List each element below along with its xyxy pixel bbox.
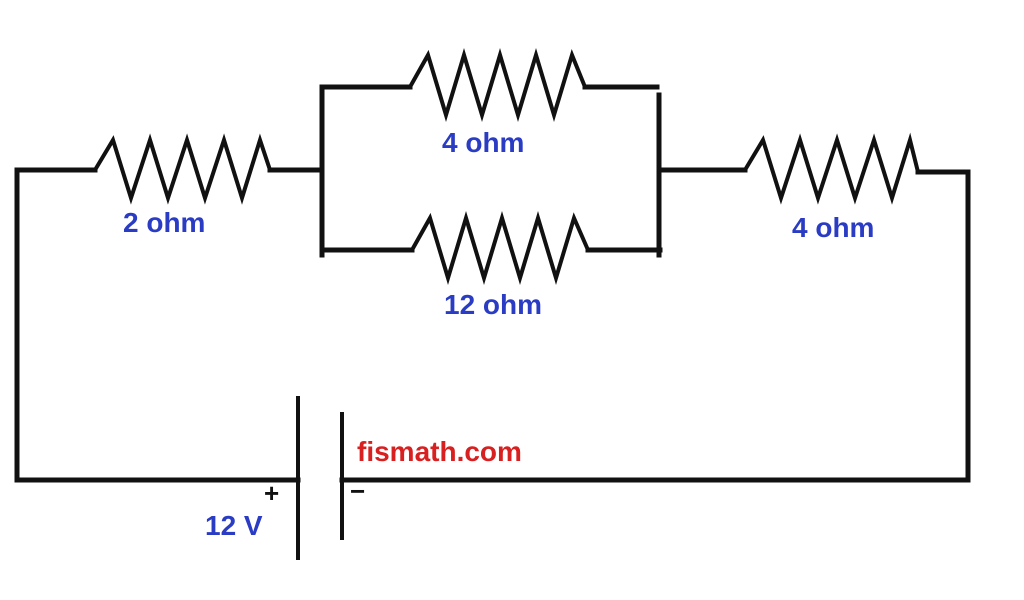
- resistor-parallel-4-ohm: [408, 48, 587, 122]
- battery-positive-sign: +: [264, 478, 280, 508]
- wire-left-outer: [14, 167, 178, 483]
- resistor-parallel-12-ohm: [410, 211, 590, 285]
- resistor-2-ohm: [93, 133, 272, 205]
- label-parallel-12-ohm: 12 ohm: [444, 289, 543, 320]
- wire-bottom-right: [339, 169, 971, 483]
- label-parallel-4-ohm: 4 ohm: [442, 127, 525, 158]
- battery-negative-sign: −: [350, 476, 366, 506]
- battery-voltage-label: 12 V: [205, 510, 263, 541]
- label-4-ohm-right: 4 ohm: [792, 212, 875, 243]
- label-2-ohm: 2 ohm: [123, 207, 206, 238]
- resistor-4-ohm-right: [743, 132, 920, 205]
- watermark-text: fismath.com: [357, 436, 522, 467]
